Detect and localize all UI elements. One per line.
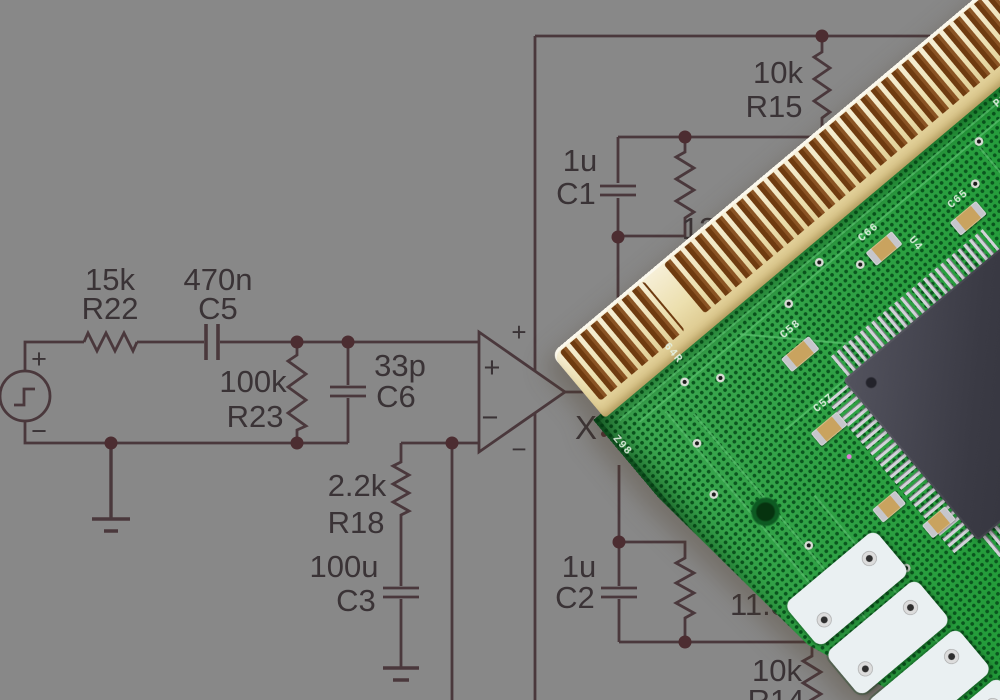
source-minus-mark: − bbox=[31, 416, 47, 446]
opamp-supply-plus-mark: + bbox=[511, 317, 526, 347]
capacitor-c3 bbox=[383, 586, 419, 667]
r15-value: 10k bbox=[753, 55, 803, 90]
pad-hole bbox=[899, 596, 922, 619]
c3-value: 100u bbox=[310, 549, 379, 584]
junction-dots bbox=[104, 29, 829, 649]
ground-symbol bbox=[383, 666, 419, 682]
c2-name: C2 bbox=[555, 580, 595, 615]
pad-hole bbox=[858, 547, 880, 570]
c6-name: C6 bbox=[376, 379, 416, 414]
wire bbox=[23, 421, 348, 445]
c1-name: C1 bbox=[556, 176, 596, 211]
c3-name: C3 bbox=[336, 583, 376, 618]
via-pink bbox=[846, 453, 853, 460]
c5-value: 470n bbox=[184, 262, 253, 297]
c6-value: 33p bbox=[374, 348, 426, 383]
capacitor-c5 bbox=[204, 324, 220, 360]
chip-pin1-dimple bbox=[862, 374, 880, 392]
resistor-hidden-11k bbox=[619, 540, 697, 642]
resistor-hidden-12k bbox=[618, 137, 697, 238]
pad-hole bbox=[982, 695, 1000, 700]
c1-value: 1u bbox=[563, 143, 597, 178]
r15-name: R15 bbox=[746, 89, 803, 124]
capacitor-c6 bbox=[330, 342, 366, 443]
r23-name: R23 bbox=[227, 399, 284, 434]
resistor-r18 bbox=[390, 443, 412, 586]
opamp-supply-minus-mark: − bbox=[511, 434, 526, 464]
resistor-r14 bbox=[800, 642, 824, 700]
c5-name: C5 bbox=[198, 291, 238, 326]
r22-value: 15k bbox=[85, 262, 135, 297]
source-plus-mark: + bbox=[31, 344, 47, 374]
pad-hole bbox=[941, 645, 963, 668]
via bbox=[973, 135, 986, 148]
opamp-noninv-mark: + bbox=[484, 352, 501, 384]
r23-value: 100k bbox=[219, 364, 287, 399]
pad-hole bbox=[813, 609, 835, 631]
via bbox=[969, 177, 982, 190]
via bbox=[802, 539, 815, 552]
r14-value: 10k bbox=[752, 653, 802, 688]
via bbox=[854, 258, 867, 271]
resistor-r23 bbox=[285, 342, 309, 443]
via bbox=[691, 437, 704, 450]
c2-value: 1u bbox=[562, 549, 596, 584]
via bbox=[714, 372, 727, 385]
resistor-r15 bbox=[811, 36, 833, 160]
via bbox=[707, 488, 720, 501]
r18-value: 2.2k bbox=[328, 468, 387, 503]
pcb-mounting-hole bbox=[744, 491, 786, 533]
opamp-inv-mark: − bbox=[482, 402, 499, 434]
pad-hole bbox=[854, 658, 876, 680]
ground-symbol bbox=[92, 443, 130, 533]
r22-name: R22 bbox=[82, 291, 139, 326]
resistor-r22 bbox=[82, 329, 139, 355]
opamp-triangle bbox=[477, 329, 568, 455]
output-node-label: X bbox=[575, 409, 597, 446]
r18-name: R18 bbox=[328, 505, 385, 540]
wire bbox=[23, 340, 84, 371]
capacitor-c1 bbox=[600, 137, 636, 312]
step-waveform-icon bbox=[14, 387, 35, 407]
r14-name: R14 bbox=[748, 683, 805, 700]
capacitor-c2 bbox=[601, 465, 637, 642]
